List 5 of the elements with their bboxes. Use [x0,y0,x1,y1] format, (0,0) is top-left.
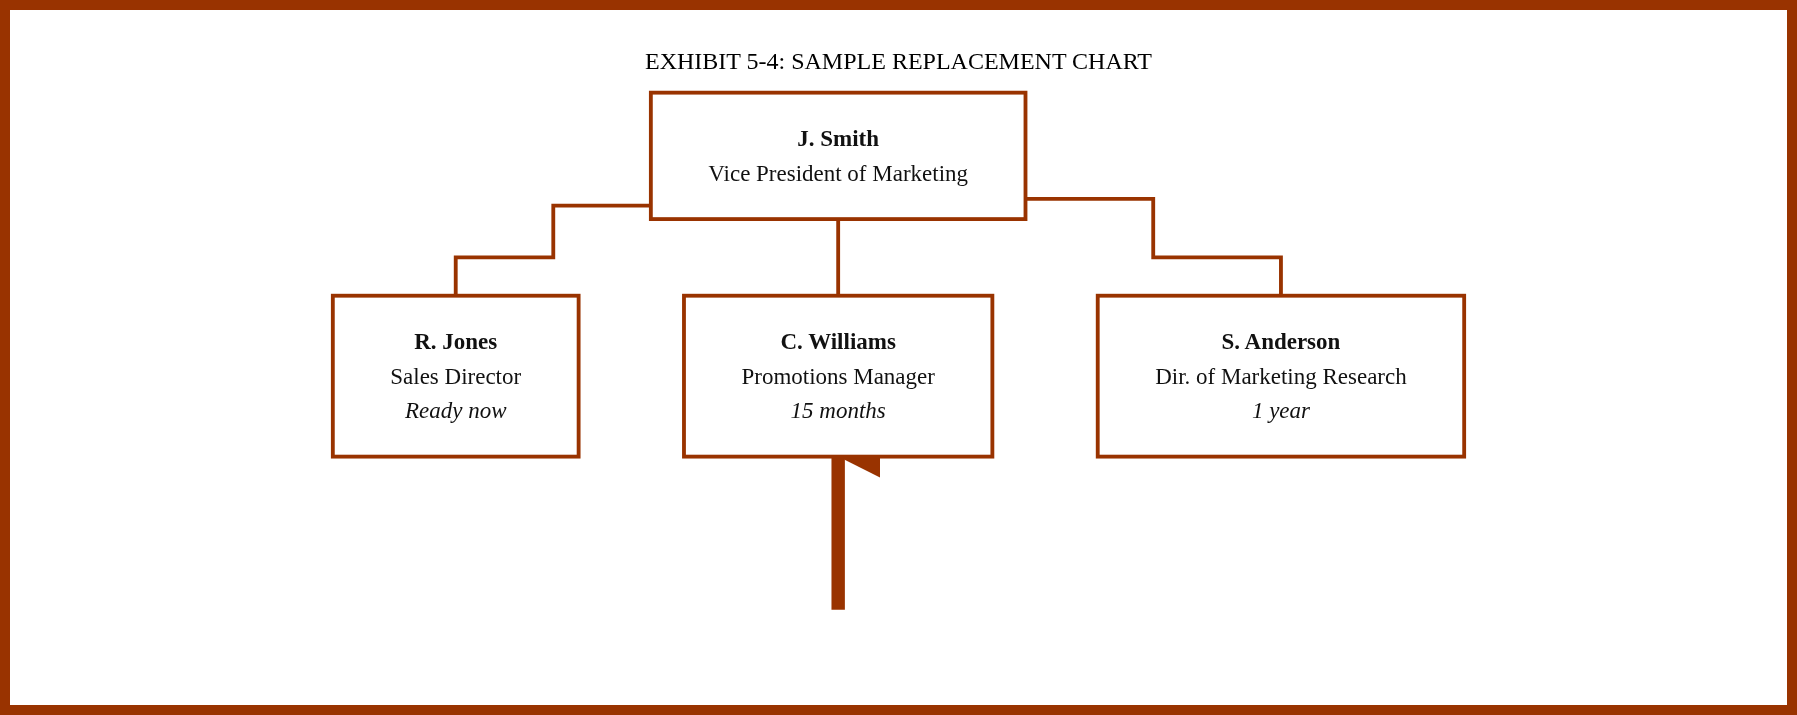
node-box: C. Williams Promotions Manager 15 months [682,293,995,459]
node-box: R. Jones Sales Director Ready now [330,293,581,459]
node-box: J. Smith Vice President of Marketing [648,90,1028,221]
node-box: S. Anderson Dir. of Marketing Research 1 year [1095,293,1467,459]
chart-title: EXHIBIT 5-4: SAMPLE REPLACEMENT CHART [645,48,1152,75]
